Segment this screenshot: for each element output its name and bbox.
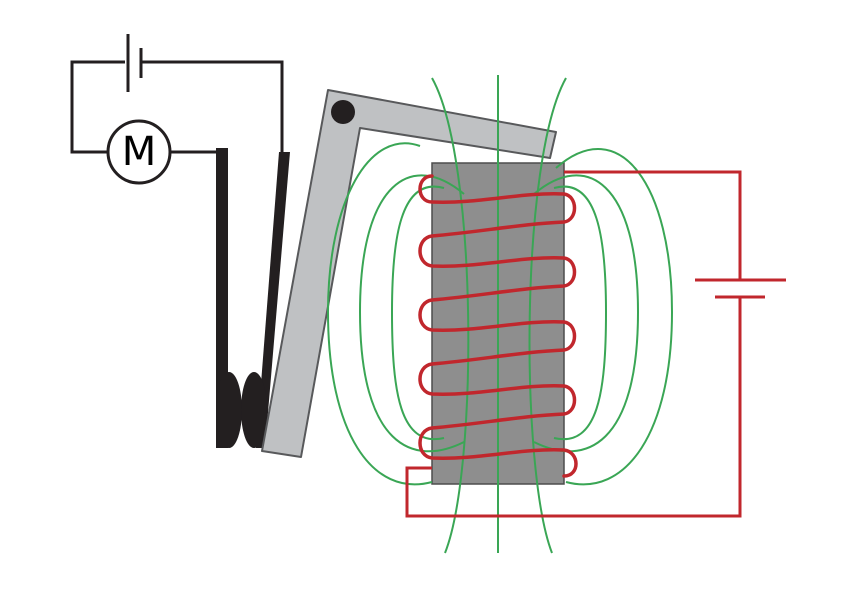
armature	[261, 89, 557, 458]
load-wire-top-right	[140, 60, 284, 152]
field-line-left-loop-mid	[358, 174, 465, 453]
armature-lever	[261, 89, 557, 458]
switch-contacts	[216, 148, 290, 448]
coil-windings	[418, 174, 578, 478]
field-line-inner-left	[431, 77, 470, 554]
fixed-contact-pad	[216, 372, 242, 448]
movable-contact-pad	[241, 372, 267, 448]
coil-wire-top	[564, 170, 742, 280]
fixed-contact-strip	[216, 148, 228, 448]
coil-circuit	[405, 170, 786, 518]
field-line-right-loop-outer	[555, 148, 674, 486]
motor: M	[106, 119, 172, 185]
field-line-right-loop-inner	[553, 185, 608, 441]
coil-wire-bottom	[405, 298, 742, 518]
motor-circle	[106, 119, 172, 185]
motor-label: M	[122, 129, 157, 175]
field-line-inner-right	[528, 77, 567, 554]
load-circuit	[70, 34, 284, 154]
coil	[418, 174, 578, 478]
field-line-left-loop-outer	[326, 142, 433, 486]
movable-contact-strip	[256, 152, 290, 448]
field-line-left-loop-inner	[390, 185, 445, 441]
magnetic-field-lines	[326, 75, 674, 554]
armature-pivot	[331, 100, 355, 124]
field-line-right-loop-mid	[533, 174, 640, 453]
load-wire-top-left	[70, 60, 125, 154]
